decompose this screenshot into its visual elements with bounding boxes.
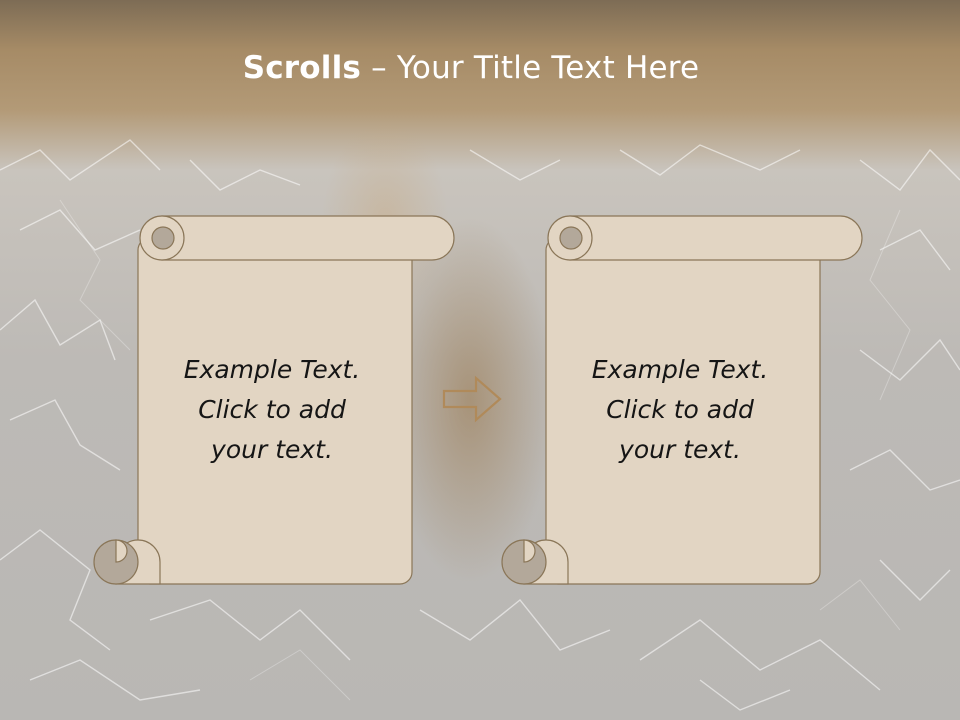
scroll-shape-2[interactable]: Example Text. Click to add your text.: [500, 214, 866, 588]
scroll-2-line-3: your text.: [619, 435, 741, 464]
scroll-1-text[interactable]: Example Text. Click to add your text.: [144, 350, 400, 470]
scroll-1-line-2: Click to add: [198, 395, 346, 424]
right-arrow-icon[interactable]: [440, 374, 506, 424]
scroll-2-graphic: [501, 215, 863, 585]
scroll-2-text[interactable]: Example Text. Click to add your text.: [552, 350, 808, 470]
scroll-shape-1[interactable]: Example Text. Click to add your text.: [92, 214, 458, 588]
scroll-1-line-3: your text.: [211, 435, 333, 464]
scroll-1-graphic: [93, 215, 455, 585]
title-bold-part: Scrolls: [242, 50, 362, 86]
slide-title[interactable]: Scrolls – Your Title Text Here: [0, 50, 942, 86]
scroll-2-line-2: Click to add: [606, 395, 754, 424]
title-rest-part: – Your Title Text Here: [361, 50, 700, 86]
scroll-2-line-1: Example Text.: [591, 355, 769, 384]
scroll-1-line-1: Example Text.: [183, 355, 361, 384]
